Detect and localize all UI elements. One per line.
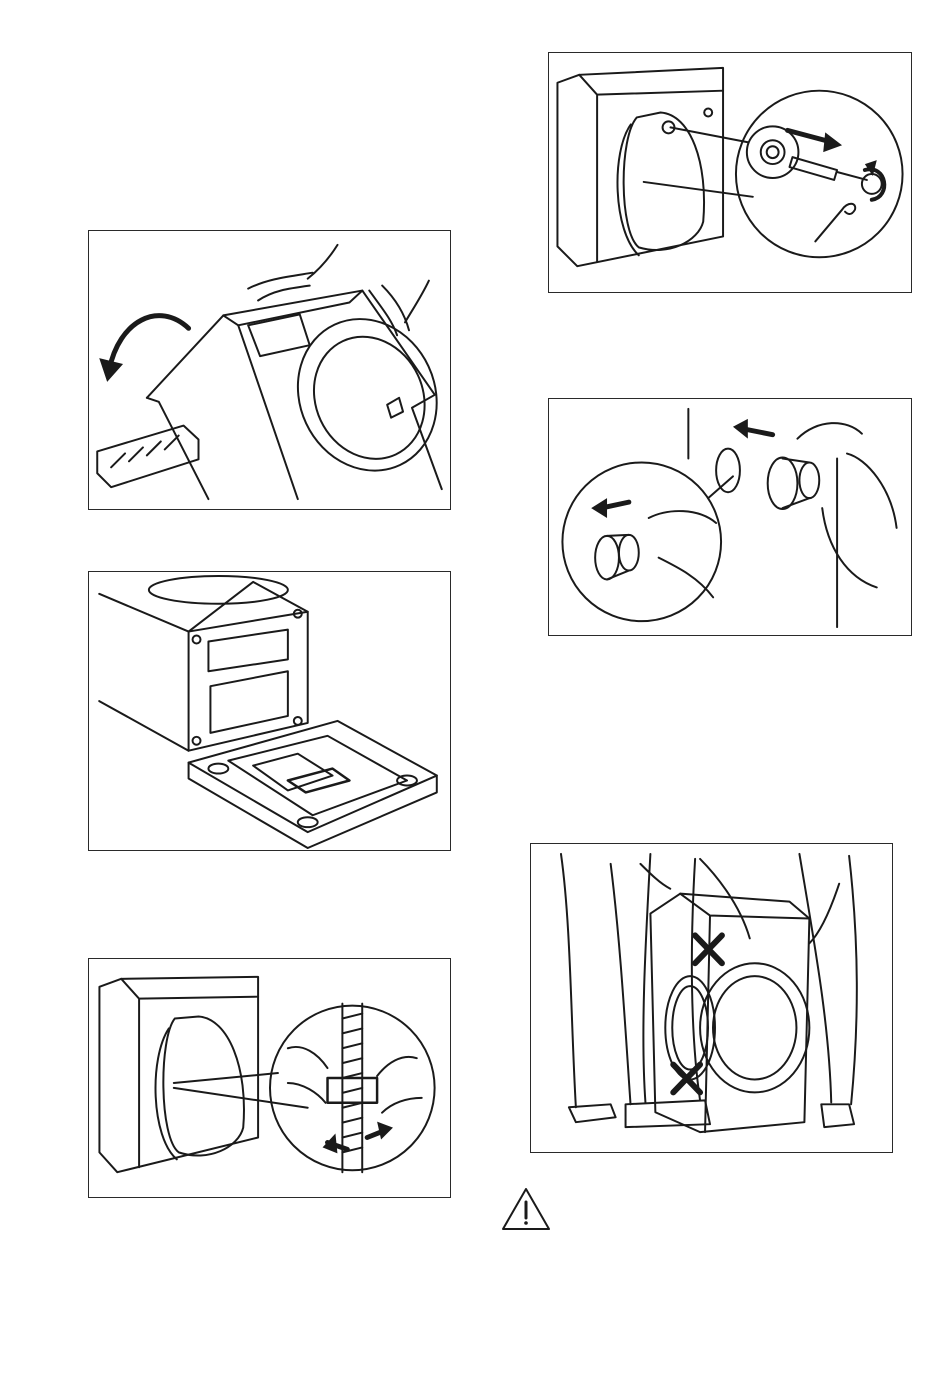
figure-tilt-machine (88, 230, 451, 510)
figure-release-hose-clamp (88, 958, 451, 1198)
figure-insert-plastic-caps (548, 398, 912, 636)
figure-remove-base-packaging (88, 571, 451, 851)
figure-remove-transit-bolts (548, 52, 912, 293)
warning-triangle-icon (500, 1186, 552, 1232)
figure-lifting-warning (530, 843, 893, 1153)
